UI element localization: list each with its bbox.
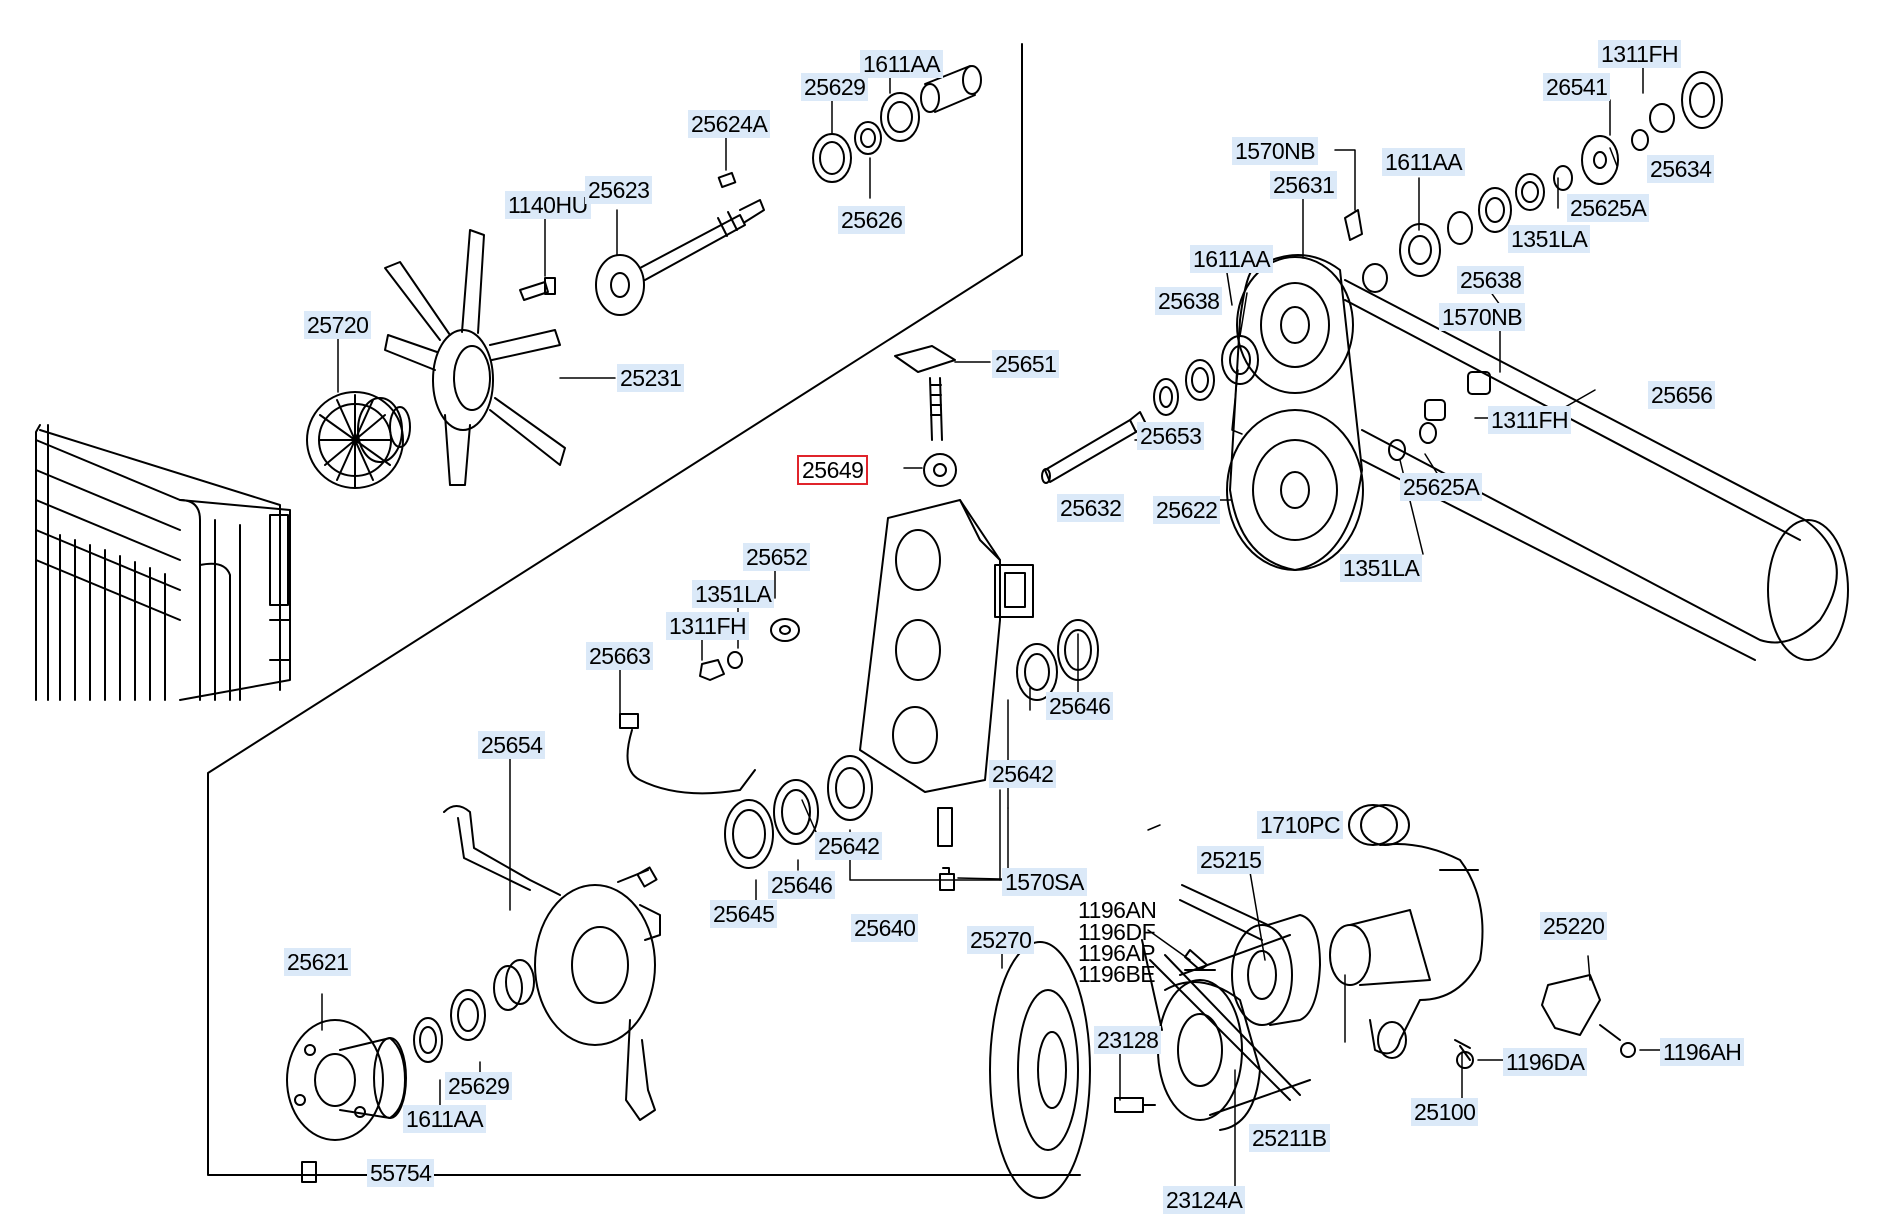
part-label-25640[interactable]: 25640	[851, 914, 919, 942]
part-label-1311fh-left[interactable]: 1311FH	[666, 612, 750, 640]
part-label-25626[interactable]: 25626	[838, 206, 906, 234]
part-label-25663[interactable]: 25663	[586, 642, 654, 670]
part-label-25656[interactable]: 25656	[1648, 381, 1716, 409]
tensioner-bolt-drawing	[894, 345, 957, 487]
part-label-25270[interactable]: 25270	[967, 926, 1035, 954]
grease-fitting-drawing	[937, 807, 955, 891]
part-label-1351la-top[interactable]: 1351LA	[1508, 225, 1591, 253]
part-label-23128[interactable]: 23128	[1094, 1026, 1162, 1054]
part-label-25623[interactable]: 25623	[585, 176, 653, 204]
hub-drawing	[286, 1019, 407, 1141]
bearing-set-middle-drawing	[724, 619, 1099, 869]
part-label-25625a-mid[interactable]: 25625A	[1400, 473, 1483, 501]
part-label-25629-bottom[interactable]: 25629	[445, 1072, 513, 1100]
mount-arm-drawing	[443, 805, 661, 1121]
part-label-1611aa-right[interactable]: 1611AA	[1382, 148, 1466, 176]
fan-blade-drawing	[384, 229, 566, 486]
part-label-1611aa-bottom[interactable]: 1611AA	[403, 1105, 487, 1133]
part-label-25638-right[interactable]: 25638	[1457, 266, 1525, 294]
part-label-1196ah[interactable]: 1196AH	[1660, 1038, 1745, 1066]
part-label-55754[interactable]: 55754	[367, 1159, 435, 1187]
part-label-1351la-left[interactable]: 1351LA	[692, 580, 775, 608]
part-label-25634[interactable]: 25634	[1647, 155, 1715, 183]
part-label-25231[interactable]: 25231	[617, 364, 685, 392]
part-label-1351la-mid[interactable]: 1351LA	[1340, 554, 1423, 582]
part-label-1611aa-mid[interactable]: 1611AA	[1190, 245, 1274, 273]
belt-pulley-assembly-drawing	[1226, 254, 1849, 661]
part-label-25638-left[interactable]: 25638	[1155, 287, 1223, 315]
part-label-25651[interactable]: 25651	[992, 350, 1060, 378]
crank-pulley-drawing	[1141, 934, 1311, 1131]
key-drawing	[717, 171, 737, 189]
part-label-1570sa[interactable]: 1570SA	[1002, 868, 1087, 896]
part-label-1196da[interactable]: 1196DA	[1503, 1048, 1588, 1076]
o-ring-drawing	[1360, 804, 1410, 846]
part-label-25100[interactable]: 25100	[1411, 1098, 1479, 1126]
part-label-1196be[interactable]: 1196BE	[1078, 961, 1156, 987]
part-label-26541[interactable]: 26541	[1543, 73, 1611, 101]
part-label-25211b[interactable]: 25211B	[1249, 1124, 1330, 1152]
part-label-25646-left[interactable]: 25646	[768, 871, 836, 899]
part-label-1196df[interactable]: 1196DF	[1078, 919, 1156, 945]
part-label-1570nb-mid[interactable]: 1570NB	[1439, 303, 1526, 331]
part-label-25649-highlighted[interactable]: 25649	[797, 455, 869, 485]
part-label-25621[interactable]: 25621	[284, 948, 352, 976]
bearing-set-top-drawing	[812, 65, 982, 183]
bracket-drawing	[859, 499, 1034, 793]
part-label-25631[interactable]: 25631	[1270, 171, 1338, 199]
part-label-25646-right[interactable]: 25646	[1046, 692, 1114, 720]
gasket-screw-drawing	[1114, 969, 1636, 1113]
part-label-25622[interactable]: 25622	[1153, 496, 1221, 524]
part-label-1196ap[interactable]: 1196AP	[1078, 940, 1156, 966]
part-label-1311fh-mid[interactable]: 1311FH	[1488, 406, 1572, 434]
part-label-25642-right[interactable]: 25642	[989, 760, 1057, 788]
boundary-lines	[207, 43, 1081, 1176]
part-label-1611aa-top[interactable]: 1611AA	[860, 50, 944, 78]
part-label-1710pc[interactable]: 1710PC	[1257, 811, 1344, 839]
part-label-25652[interactable]: 25652	[743, 543, 811, 571]
part-label-25645[interactable]: 25645	[710, 900, 778, 928]
part-label-1570nb-top[interactable]: 1570NB	[1232, 137, 1319, 165]
part-label-25215[interactable]: 25215	[1197, 846, 1265, 874]
upper-right-parts-drawing	[1344, 71, 1723, 461]
part-label-25625a-top[interactable]: 25625A	[1567, 194, 1650, 222]
damper-disc-drawing	[989, 941, 1091, 1199]
part-label-25642-left[interactable]: 25642	[815, 832, 883, 860]
part-label-23124a[interactable]: 23124A	[1163, 1186, 1246, 1214]
part-label-1140hu[interactable]: 1140HU	[505, 191, 591, 219]
part-label-25629[interactable]: 25629	[801, 73, 869, 101]
water-pump-pulley-drawing	[1179, 884, 1321, 1026]
sensor-wire-drawing	[619, 713, 756, 795]
part-label-25653[interactable]: 25653	[1137, 422, 1205, 450]
bolt-1140hu-drawing	[519, 277, 556, 301]
water-pump-housing-drawing	[1329, 804, 1484, 1059]
shaft-drawing	[595, 199, 765, 316]
part-label-25632[interactable]: 25632	[1057, 494, 1125, 522]
bearing-set-bottom-drawing	[301, 959, 535, 1183]
part-label-1196an[interactable]: 1196AN	[1078, 897, 1157, 923]
part-label-25624a[interactable]: 25624A	[688, 110, 771, 138]
radiator-drawing	[35, 424, 291, 701]
part-label-25720[interactable]: 25720	[304, 311, 372, 339]
nut-washer-drawing	[699, 618, 800, 681]
part-label-25220[interactable]: 25220	[1540, 912, 1608, 940]
leader-lines	[317, 67, 1701, 1199]
pulley-shaft-drawing	[1041, 335, 1259, 484]
part-label-25654[interactable]: 25654	[478, 731, 546, 759]
part-label-1311fh-top[interactable]: 1311FH	[1598, 40, 1682, 68]
fan-clutch-drawing	[306, 391, 411, 489]
